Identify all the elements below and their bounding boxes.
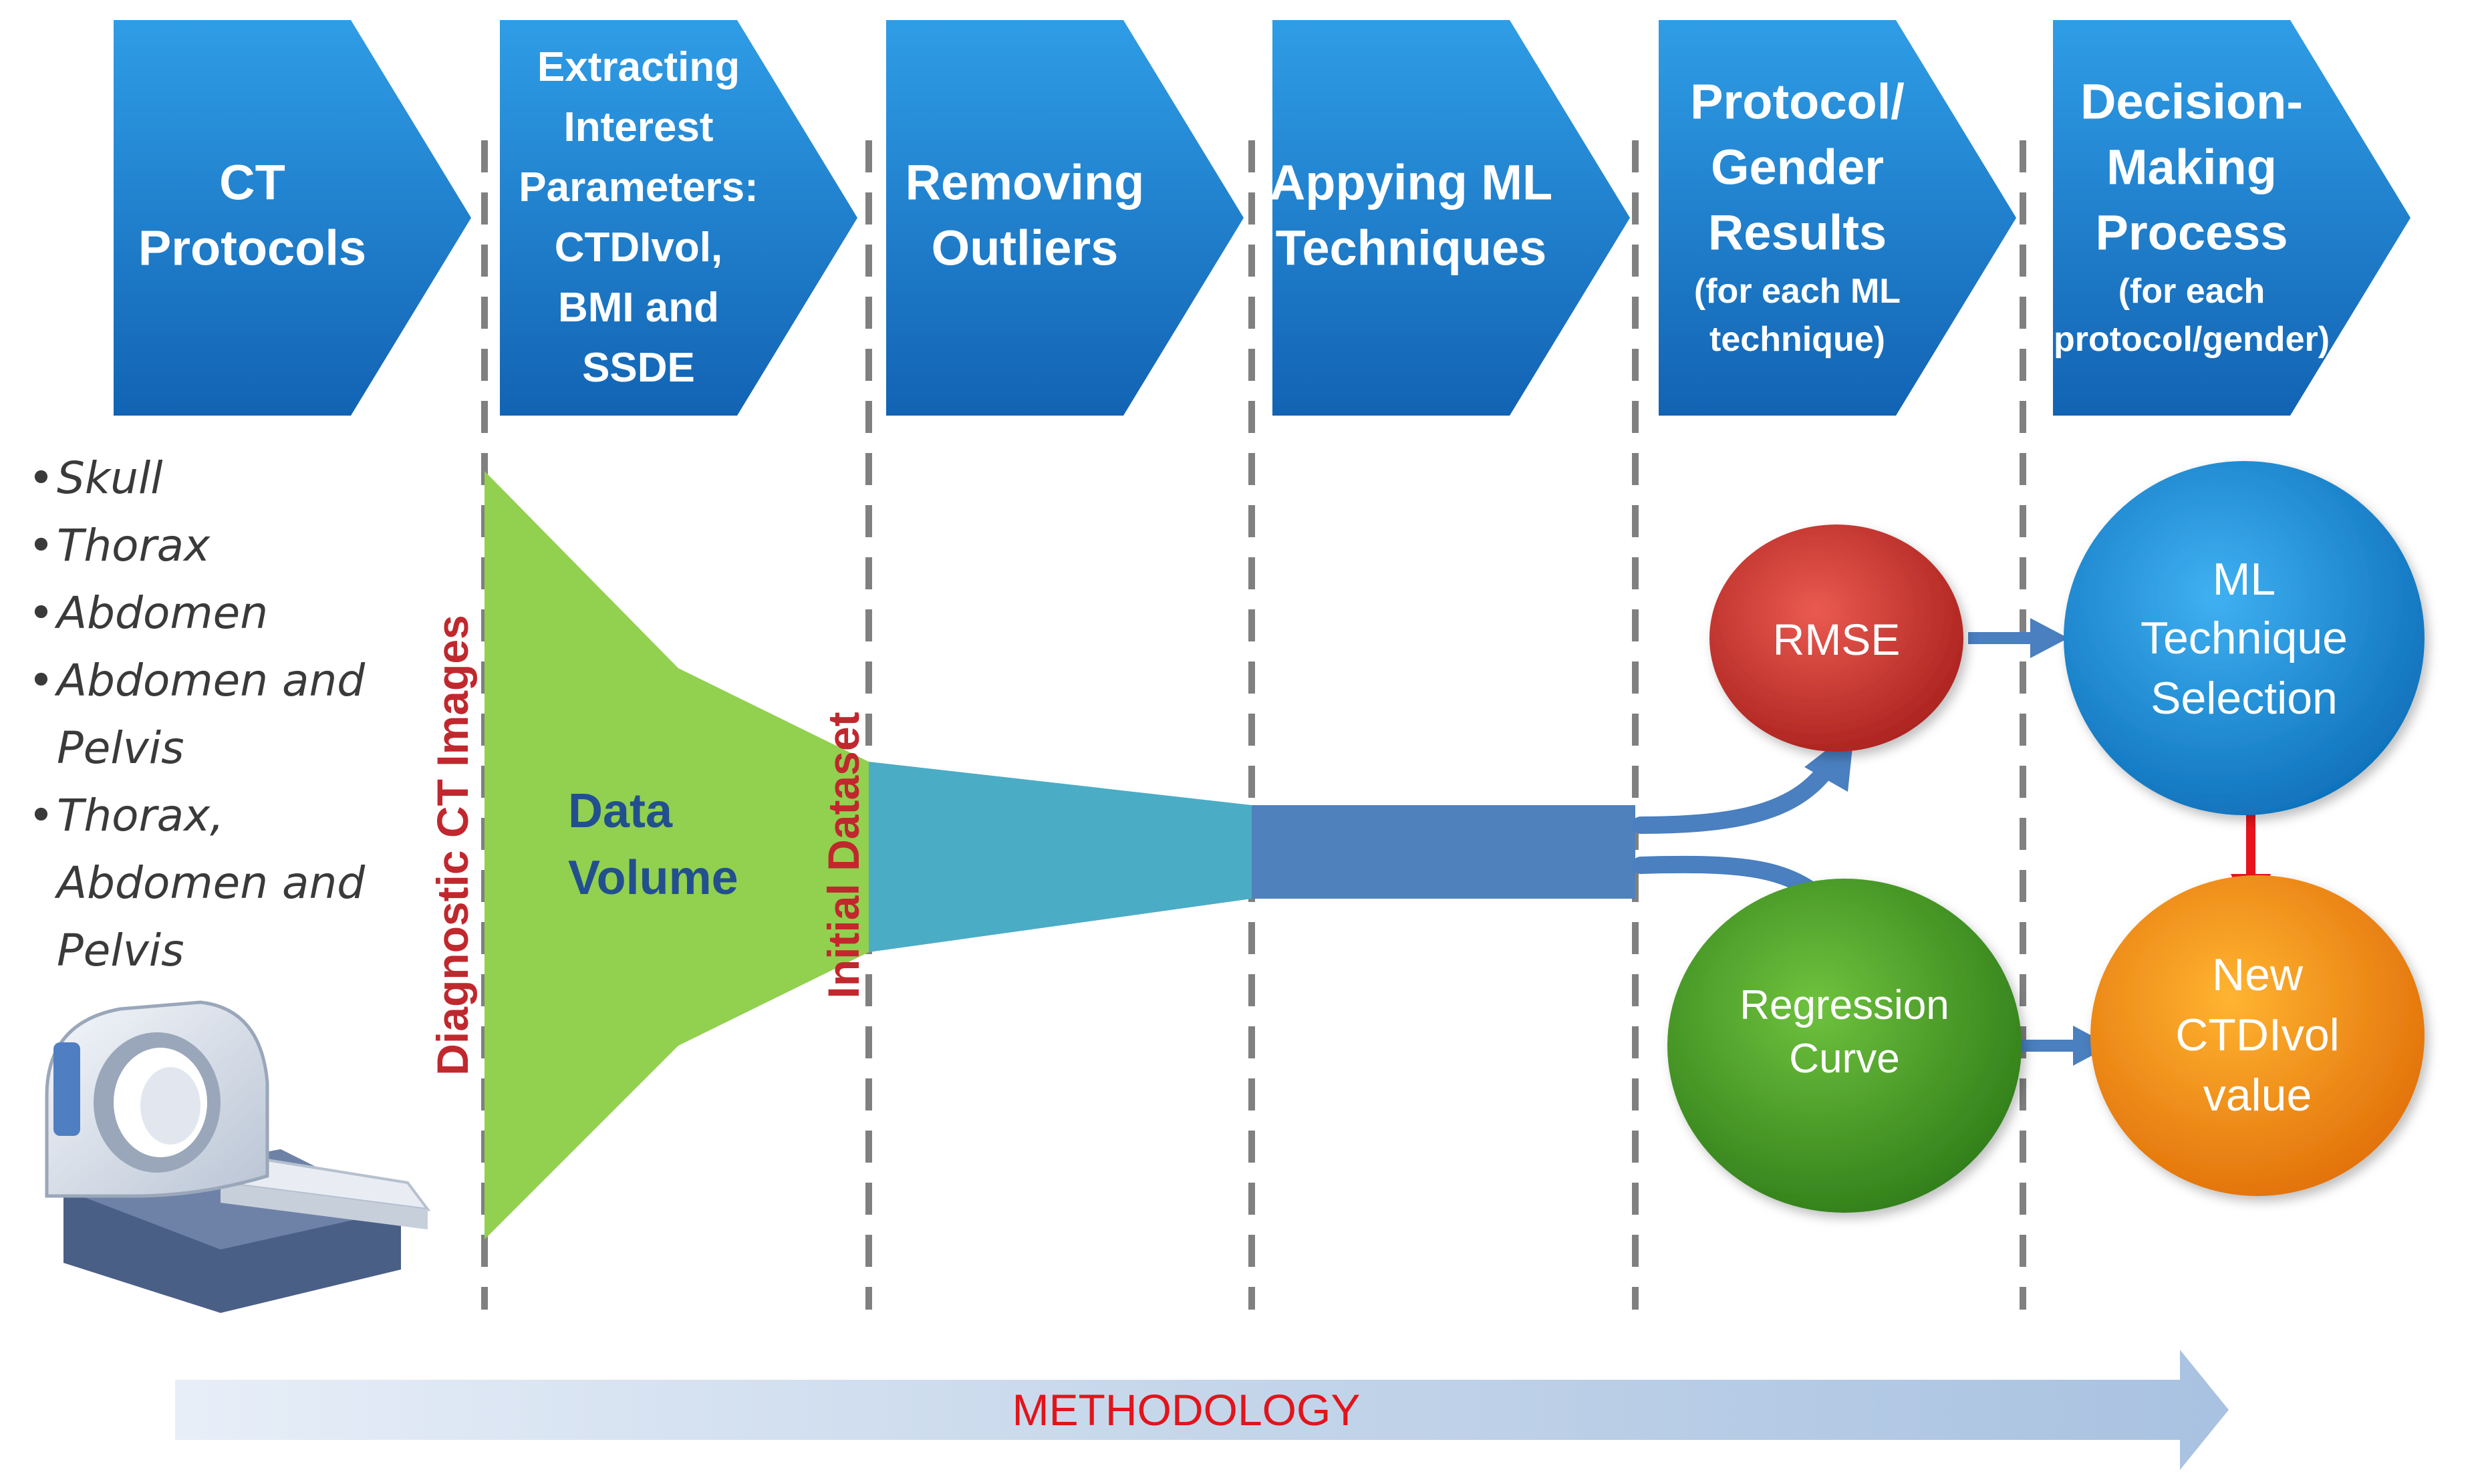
stage-subtitle-line: (for each ML — [1694, 272, 1901, 311]
selection-label-line-2: Technique — [2141, 613, 2348, 663]
protocol-item: •Thorax — [28, 520, 211, 571]
ml-technique-selection-node — [2064, 461, 2425, 815]
stage-subtitle-line: technique) — [1709, 320, 1885, 359]
regression-curve-node — [1667, 879, 2022, 1213]
dataset-bar — [1252, 805, 1635, 899]
initial-dataset-label: Initial Dataset — [819, 712, 868, 998]
stage-title-line: Making — [2106, 140, 2277, 195]
stage-title-line: Interest — [564, 104, 714, 150]
funnel-teal — [869, 762, 1252, 952]
funnel-green — [485, 471, 869, 1239]
data-volume-line-1: Data — [568, 784, 673, 838]
new-ctdivol-node — [2090, 875, 2425, 1196]
result-nodes: RMSE Regression Curve ML Technique Selec… — [1667, 461, 2425, 1213]
protocol-item: •Abdomen — [28, 587, 268, 639]
stage-title-line: Results — [1708, 205, 1887, 261]
stage-title-line: BMI and — [558, 285, 719, 331]
ctdivol-label-line-1: New — [2212, 949, 2304, 1000]
stage-chevron — [500, 20, 857, 416]
stage-title-line: Techniques — [1276, 220, 1547, 276]
diagnostic-ct-images-label: Diagnostic CT Images — [428, 615, 477, 1076]
stage-subtitle-line: (for each — [2118, 272, 2265, 311]
protocol-name: Abdomen and — [54, 857, 366, 909]
data-volume-label: Data Volume — [568, 784, 738, 905]
process-stage-chevrons: CT Protocols ExtractingInterestParameters:… — [114, 20, 2410, 416]
stage-chevron — [114, 20, 471, 416]
stage-title-line: Protocol/ — [1690, 74, 1905, 130]
data-volume-funnel — [485, 471, 1635, 1239]
stage-title-line: Decision- — [2080, 74, 2303, 130]
protocol-name: Thorax — [57, 520, 211, 571]
protocol-name: Pelvis — [57, 722, 184, 774]
protocol-name: Thorax, — [57, 790, 224, 841]
stage-chevron — [1272, 20, 1630, 416]
protocol-name: Pelvis — [57, 925, 184, 976]
stage-chevron — [2053, 20, 2410, 416]
stage-ct-protocols: CT Protocols — [114, 20, 471, 416]
stage-title-line: CT — [219, 155, 285, 210]
regression-label-line-2: Curve — [1789, 1036, 1899, 1082]
stage-subtitle-line: protocol/gender) — [2054, 320, 2330, 359]
ct-protocol-list: •Skull•Thorax•Abdomen•Abdomen andPelvis•… — [28, 452, 366, 976]
stage-title-line: Parameters: — [519, 164, 758, 210]
stage-title-line: Protocols — [138, 220, 366, 276]
stage-title-line: Process — [2096, 205, 2288, 261]
stage-title-line: Removing — [906, 155, 1145, 210]
bullet-marker: • — [28, 655, 54, 706]
bullet-marker: • — [28, 790, 54, 841]
methodology-label: METHODOLOGY — [1012, 1385, 1361, 1435]
ctdivol-label-line-3: value — [2203, 1070, 2312, 1121]
stage-title-line: Outliers — [932, 220, 1119, 276]
regression-label-line-1: Regression — [1740, 982, 1949, 1028]
data-volume-line-2: Volume — [568, 851, 738, 905]
stage-title-line: CTDIvol, — [555, 225, 722, 271]
arrow-head-selection — [2030, 618, 2068, 658]
protocol-name: Abdomen — [54, 587, 268, 639]
stage-title-line: Appying ML — [1270, 155, 1552, 210]
bullet-marker: • — [28, 452, 54, 504]
protocol-name: Skull — [57, 452, 163, 504]
rmse-node — [1709, 525, 1963, 752]
protocol-item: •Skull — [28, 452, 163, 504]
methodology-arrow: METHODOLOGY — [175, 1350, 2229, 1470]
stage-title-line: SSDE — [582, 345, 695, 391]
ctdivol-label-line-2: CTDIvol — [2175, 1010, 2340, 1060]
stage-title-line: Extracting — [537, 44, 740, 90]
bullet-marker: • — [28, 520, 54, 571]
stage-applying-ml: Appying ML Techniques — [1270, 20, 1630, 416]
rmse-label: RMSE — [1773, 615, 1901, 664]
stage-chevron — [1659, 20, 2016, 416]
arrow-to-rmse — [1632, 753, 1841, 834]
stage-title-line: Gender — [1711, 140, 1884, 195]
selection-label-line-3: Selection — [2151, 673, 2338, 724]
bullet-marker: • — [28, 587, 54, 639]
selection-label-line-1: ML — [2213, 554, 2276, 605]
stage-chevron — [886, 20, 1244, 416]
protocol-name: Abdomen and — [54, 655, 366, 706]
ct-scanner-icon — [45, 1000, 431, 1313]
